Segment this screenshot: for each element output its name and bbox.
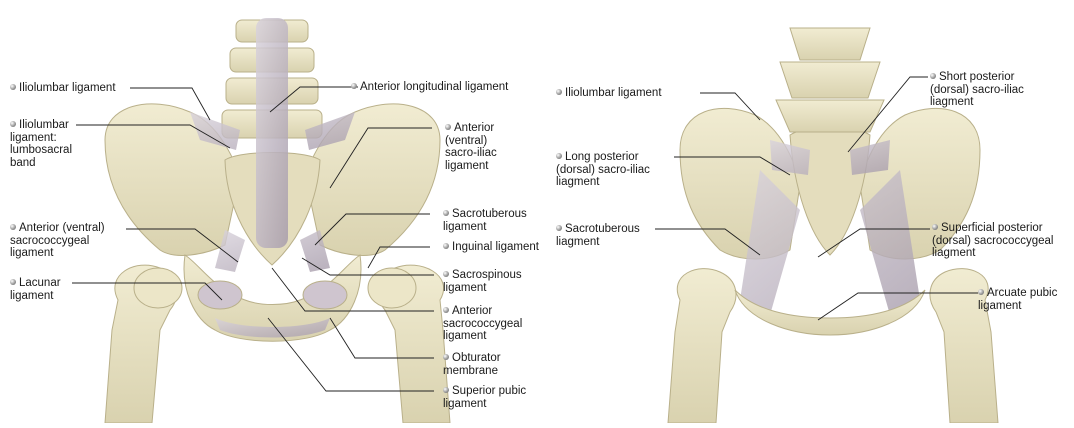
bullet-icon [443, 243, 449, 249]
label-long-posterior-sacroiliac: Long posterior (dorsal) sacro-iliac liag… [556, 151, 650, 189]
bullet-icon [10, 279, 16, 285]
anterior-longitudinal-ligament [256, 18, 288, 248]
label-superior-pubic: Superior pubic ligament [443, 385, 526, 410]
label-anterior-ventral-sacroiliac: Anterior (ventral) sacro-iliac ligament [445, 122, 497, 172]
label-anterior-longitudinal: Anterior longitudinal ligament [351, 81, 508, 94]
label-anterior-sacrococcygeal: Anterior sacrococcygeal ligament [443, 305, 522, 343]
post-sacrum [790, 128, 870, 256]
post-left-femur [668, 269, 736, 423]
bullet-icon [443, 210, 449, 216]
label-iliolumbar-post: Iliolumbar ligament [556, 87, 662, 100]
left-obturator-foramen [198, 281, 242, 309]
label-obturator: Obturator membrane [443, 352, 501, 377]
bullet-icon [10, 84, 16, 90]
label-iliolumbar: Iliolumbar ligament [10, 82, 116, 95]
label-sacrotuberous: Sacrotuberous ligament [443, 208, 527, 233]
bullet-icon [932, 224, 938, 230]
bullet-icon [10, 224, 16, 230]
left-femoral-head [134, 268, 182, 308]
bullet-icon [556, 153, 562, 159]
bullet-icon [443, 271, 449, 277]
bullet-icon [351, 83, 357, 89]
bullet-icon [978, 289, 984, 295]
label-iliolumbar-lumbosacral: Iliolumbar ligament: lumbosacral band [10, 119, 72, 169]
label-lacunar: Lacunar ligament [10, 277, 61, 302]
anterior-pelvis-view [105, 18, 450, 423]
label-sacrotuberous-post: Sacrotuberous liagment [556, 223, 640, 248]
bullet-icon [930, 73, 936, 79]
bullet-icon [443, 387, 449, 393]
bullet-icon [10, 121, 16, 127]
post-lumbar-spine [776, 28, 884, 132]
bullet-icon [443, 354, 449, 360]
label-superficial-posterior-sacrococcygeal: Superficial posterior (dorsal) sacrococc… [932, 222, 1053, 260]
right-femoral-head [368, 268, 416, 308]
bullet-icon [556, 225, 562, 231]
label-sacrospinous: Sacrospinous ligament [443, 269, 522, 294]
bullet-icon [443, 307, 449, 313]
label-anterior-ventral-sacrococcygeal: Anterior (ventral) sacrococcygeal ligame… [10, 222, 105, 260]
right-obturator-foramen [303, 281, 347, 309]
bullet-icon [445, 124, 451, 130]
bullet-icon [556, 89, 562, 95]
label-arcuate-pubic: Arcuate pubic ligament [978, 287, 1057, 312]
label-inguinal: Inguinal ligament [443, 241, 539, 254]
label-short-posterior-sacroiliac: Short posterior (dorsal) sacro-iliac lia… [930, 71, 1024, 109]
